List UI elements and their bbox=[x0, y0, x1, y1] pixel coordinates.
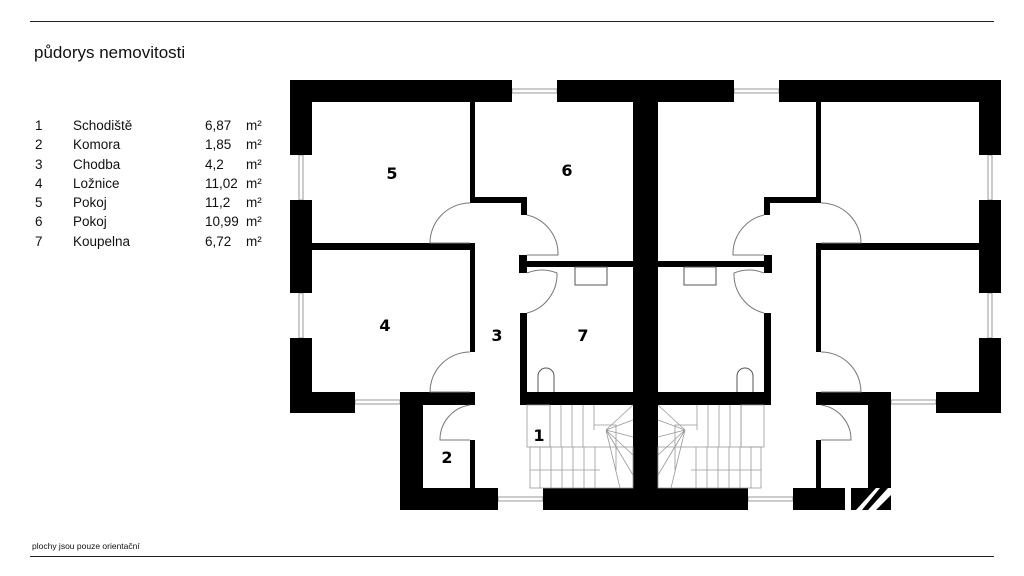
page-title: půdorys nemovitosti bbox=[34, 43, 186, 62]
room-label-7: 7 bbox=[577, 326, 588, 345]
area-unit: m² bbox=[246, 118, 262, 133]
bottom-rule bbox=[30, 556, 994, 557]
room-label-4: 4 bbox=[379, 316, 390, 335]
room-legend: 1 Schodiště 6,87 m² 2 Komora 1,85 m² 3 Chodba 4,… bbox=[35, 116, 275, 251]
room-area: 6,72 bbox=[205, 233, 232, 249]
room-area: 1,85 bbox=[205, 137, 232, 153]
legend-row: 1 Schodiště 6,87 m² bbox=[35, 116, 275, 135]
room-area: 11,02 bbox=[205, 175, 238, 191]
room-label-6: 6 bbox=[561, 161, 572, 180]
top-rule bbox=[30, 21, 994, 22]
room-number: 5 bbox=[35, 195, 43, 211]
room-area: 4,2 bbox=[205, 156, 224, 172]
room-label-5: 5 bbox=[386, 164, 397, 183]
room-area: 6,87 bbox=[205, 118, 232, 133]
legend-row: 4 Ložnice 11,02 m² bbox=[35, 174, 275, 193]
area-unit: m² bbox=[246, 233, 262, 249]
room-number: 1 bbox=[35, 118, 43, 133]
area-unit: m² bbox=[246, 195, 262, 211]
room-name: Komora bbox=[73, 137, 121, 153]
area-unit: m² bbox=[246, 137, 262, 153]
room-name: Pokoj bbox=[73, 195, 107, 211]
room-name: Ložnice bbox=[73, 175, 120, 191]
unit-right bbox=[644, 79, 1002, 511]
room-labels: 5 6 4 3 7 2 1 bbox=[379, 161, 588, 467]
room-number: 3 bbox=[35, 156, 43, 172]
room-number: 2 bbox=[35, 137, 43, 153]
room-number: 6 bbox=[35, 214, 43, 230]
legend-row: 2 Komora 1,85 m² bbox=[35, 135, 275, 154]
room-area: 10,99 bbox=[205, 214, 239, 230]
room-name: Koupelna bbox=[73, 233, 131, 249]
legend-row: 7 Koupelna 6,72 m² bbox=[35, 232, 275, 251]
room-number: 7 bbox=[35, 233, 43, 249]
footnote: plochy jsou pouze orientační bbox=[32, 541, 140, 551]
legend-row: 3 Chodba 4,2 m² bbox=[35, 155, 275, 174]
area-unit: m² bbox=[246, 175, 262, 191]
room-label-3: 3 bbox=[491, 326, 502, 345]
logo bbox=[845, 488, 891, 510]
room-label-2: 2 bbox=[441, 448, 452, 467]
room-name: Schodiště bbox=[73, 118, 133, 133]
room-number: 4 bbox=[35, 175, 43, 191]
room-name: Chodba bbox=[73, 156, 121, 172]
legend-row: 6 Pokoj 10,99 m² bbox=[35, 212, 275, 231]
area-unit: m² bbox=[246, 214, 262, 230]
unit-left bbox=[289, 79, 647, 511]
legend-row: 5 Pokoj 11,2 m² bbox=[35, 193, 275, 212]
room-name: Pokoj bbox=[73, 214, 107, 230]
room-area: 11,2 bbox=[205, 195, 231, 211]
area-unit: m² bbox=[246, 156, 262, 172]
room-label-1: 1 bbox=[533, 426, 544, 445]
